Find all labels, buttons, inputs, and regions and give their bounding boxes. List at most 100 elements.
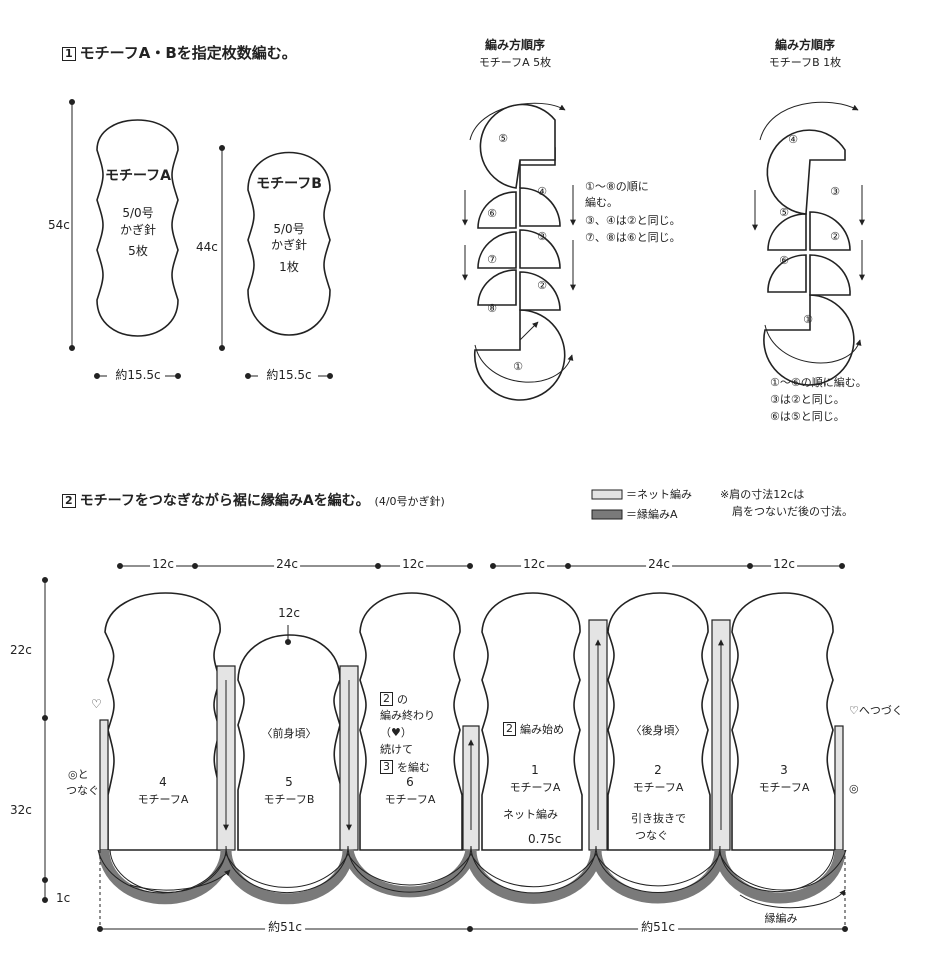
motif-a-hook-type: かぎ針 xyxy=(119,223,157,237)
order-b-label-5: ⑤ xyxy=(779,206,789,219)
slip-note-1: 引き抜きで xyxy=(631,812,686,825)
order-b-label-2: ② xyxy=(830,230,840,243)
panel-5-number: 5 xyxy=(285,775,293,789)
slip-note-2: つなぐ xyxy=(635,829,668,842)
order-a-label-1: ① xyxy=(513,360,523,373)
order-a-note-4: ⑦、⑧は⑥と同じ。 xyxy=(585,231,681,244)
order-a-label-8: ⑧ xyxy=(487,302,497,315)
motif-a-name: モチーフA xyxy=(105,168,171,184)
motif-b-name: モチーフB xyxy=(256,176,322,192)
assembly-arrows xyxy=(129,639,846,909)
dim-left-2: 32c xyxy=(10,803,32,818)
assembly-panels xyxy=(104,592,836,851)
motif-a-height: 54c xyxy=(48,218,70,232)
legend-note-1: ※肩の寸法12cは xyxy=(720,488,805,501)
back-label: 〈後身頃〉 xyxy=(630,724,686,737)
dim-bottom-1: 約51c xyxy=(265,920,305,935)
order-b-arrows xyxy=(752,101,865,364)
step2-hook: (4/0号かぎ針) xyxy=(374,495,445,508)
order-b-label-6: ⑥ xyxy=(779,254,789,267)
motif-a-shape xyxy=(96,119,179,337)
dim-top-1: 12c xyxy=(150,557,176,572)
motif-a-count: 5枚 xyxy=(128,244,148,258)
end-note-3: （♥） xyxy=(380,726,412,739)
panel-3-number: 3 xyxy=(780,763,788,777)
panel-1-name: モチーフA xyxy=(509,781,561,794)
order-a-label-6: ⑥ xyxy=(487,207,497,220)
panel-5-name: モチーフB xyxy=(263,793,315,806)
order-b-subtitle: モチーフB 1枚 xyxy=(768,56,842,69)
right-heart-note: ♡へつづく xyxy=(849,704,903,717)
panel-4-number: 4 xyxy=(159,775,167,789)
order-a-note-3: ③、④は②と同じ。 xyxy=(585,214,681,227)
order-b-title: 編み方順序 xyxy=(774,38,836,52)
order-a-label-4: ④ xyxy=(537,185,547,198)
legend-edge-swatch xyxy=(591,509,623,520)
end-number: 2 xyxy=(380,692,393,706)
step1-number: 1 xyxy=(62,47,76,61)
order-b-label-3: ③ xyxy=(830,185,840,198)
legend-edge-label: ＝縁編みA xyxy=(626,508,678,521)
dim-left-3: 1c xyxy=(56,891,71,905)
left-join-2: つなぐ xyxy=(66,784,99,797)
end-note-2: 編み終わり xyxy=(380,709,435,722)
dim-bottom-2: 約51c xyxy=(638,920,678,935)
start-number: 2 xyxy=(503,722,516,736)
legend-net-swatch xyxy=(591,489,623,500)
order-a-note-1: ①〜⑧の順に xyxy=(585,180,649,193)
dim-top-6: 12c xyxy=(771,557,797,572)
edge-note: 縁編み xyxy=(762,912,800,926)
end-note-5-number: 3 xyxy=(380,760,393,774)
motif-b-count: 1枚 xyxy=(279,260,299,274)
order-a-label-5: ⑤ xyxy=(498,132,508,145)
start-note-text: 編み始め xyxy=(520,723,564,736)
net-width-note: 0.75c xyxy=(528,832,562,846)
dim-left-1: 22c xyxy=(10,643,32,658)
motif-b-width: 約15.5c xyxy=(266,368,312,382)
net-note: ネット編み xyxy=(503,808,558,821)
start-note: 2 編み始め xyxy=(503,722,564,736)
left-heart-icon: ♡ xyxy=(91,697,102,711)
panel-4-name: モチーフA xyxy=(137,793,189,806)
motif-a-width: 約15.5c xyxy=(115,368,161,382)
order-a-arrows xyxy=(462,102,576,383)
step2-number: 2 xyxy=(62,494,76,508)
legend-net-label: ＝ネット編み xyxy=(626,488,692,501)
order-a-diagram xyxy=(473,103,566,401)
dim-top-2: 24c xyxy=(274,557,300,572)
end-note-5: 3 を編む xyxy=(380,760,430,774)
order-a-title: 編み方順序 xyxy=(484,38,546,52)
motif-b-shape xyxy=(247,151,331,336)
order-b-note-3: ⑥は⑤と同じ。 xyxy=(770,410,845,423)
order-b-note-1: ①〜⑥の順に編む。 xyxy=(770,376,867,389)
order-a-subtitle: モチーフA 5枚 xyxy=(478,56,552,69)
end-note-text-5: を編む xyxy=(397,761,430,774)
dim-neck: 12c xyxy=(278,606,300,620)
dim-top-5: 24c xyxy=(646,557,672,572)
panel-2-name: モチーフA xyxy=(632,781,684,794)
panel-6-name: モチーフA xyxy=(384,793,436,806)
dim-top-3: 12c xyxy=(400,557,426,572)
panel-2-number: 2 xyxy=(654,763,662,777)
motif-b-hook: 5/0号 xyxy=(273,222,305,236)
left-join-1: ◎と xyxy=(68,768,89,781)
panel-3-name: モチーフA xyxy=(758,781,810,794)
end-note-text-1: の xyxy=(397,693,408,706)
order-b-label-1: ① xyxy=(803,313,813,326)
dim-top-4: 12c xyxy=(521,557,547,572)
order-b-label-4: ④ xyxy=(788,133,798,146)
motif-a-hook: 5/0号 xyxy=(122,206,154,220)
legend-note-2: 肩をつないだ後の寸法。 xyxy=(732,505,853,518)
panel-6-number: 6 xyxy=(406,775,414,789)
order-a-label-3: ③ xyxy=(537,230,547,243)
motif-b-height: 44c xyxy=(196,240,218,254)
order-a-note-2: 編む。 xyxy=(585,196,618,209)
order-a-label-7: ⑦ xyxy=(487,253,497,266)
edge-scallops-outline xyxy=(97,845,847,894)
order-a-label-2: ② xyxy=(537,279,547,292)
right-circle-icon: ◎ xyxy=(849,782,859,795)
motif-b-hook-type: かぎ針 xyxy=(270,238,308,252)
